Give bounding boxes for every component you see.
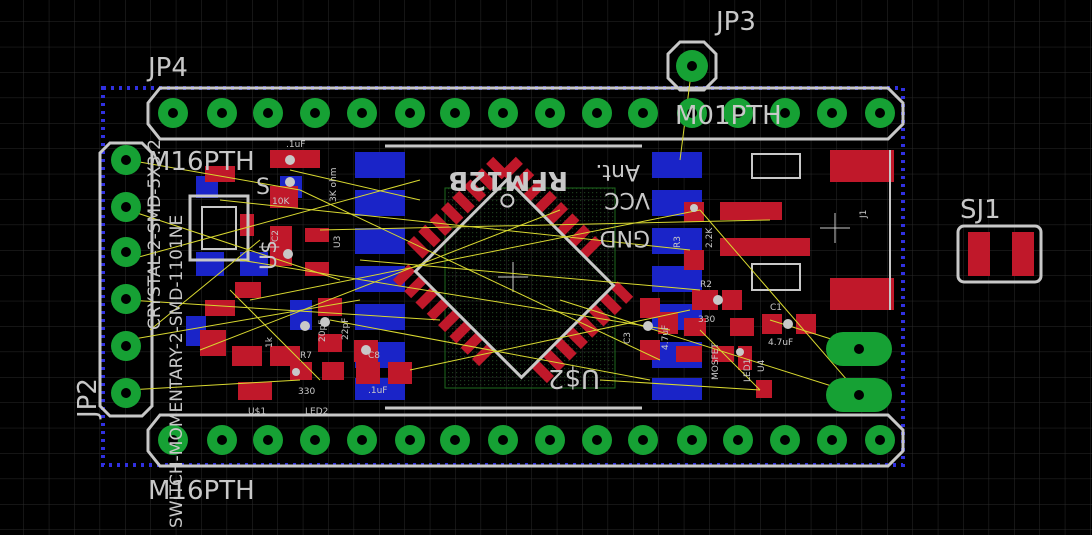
cap-small-label: 20pF bbox=[318, 320, 328, 342]
jp2-silk-outline bbox=[98, 141, 154, 418]
vias bbox=[283, 155, 793, 376]
led2-label: LED2 bbox=[305, 407, 328, 417]
us2-label: U$2 bbox=[548, 363, 600, 393]
led1-label: LED1 bbox=[743, 359, 753, 382]
frag-s-label: S bbox=[256, 175, 270, 200]
u3-label: U3 bbox=[333, 236, 343, 248]
jp3-label: JP3 bbox=[714, 7, 756, 37]
bottom-header-silk-outline bbox=[146, 413, 905, 468]
r7-label: R7 bbox=[300, 351, 312, 361]
sj1-silk-outline bbox=[956, 224, 1043, 284]
cap-01uf-a-label: .1uF bbox=[286, 140, 305, 150]
c2-label: C2 bbox=[271, 230, 281, 242]
cap-47uf-b-label: 4.7uF bbox=[661, 325, 671, 350]
r3-label: R3 bbox=[673, 236, 683, 248]
res-1k-label: 1k bbox=[265, 336, 275, 348]
power-oval-pads bbox=[826, 332, 892, 412]
cap-01uf-b-label: .1uF bbox=[368, 386, 387, 396]
u4-label: U4 bbox=[757, 359, 767, 372]
jp2-label: JP2 bbox=[73, 378, 103, 420]
ant-label: Ant. bbox=[595, 159, 640, 184]
c8-label: C8 bbox=[368, 351, 380, 361]
rfm12b-label: RFM12B bbox=[448, 165, 568, 195]
cap-47uf-a-label: 4.7uF bbox=[768, 338, 793, 348]
crystal-outline bbox=[188, 194, 250, 262]
m16pth-bottom-label: M16PTH bbox=[148, 476, 255, 506]
m16pth-top-label: M16PTH bbox=[148, 147, 255, 177]
jp4-pins bbox=[158, 98, 895, 128]
mosfet-label: MOSFET bbox=[711, 343, 721, 380]
gnd-label: GND bbox=[600, 225, 650, 250]
us1-label: U$1 bbox=[248, 407, 266, 417]
c3-label: C3 bbox=[623, 332, 633, 344]
rfm12b-pads-left bbox=[355, 152, 405, 400]
jp4-silk-outline bbox=[146, 86, 905, 141]
atmega-qfp-chip bbox=[392, 156, 634, 384]
res-10k-label: 10K bbox=[272, 197, 290, 207]
airwires bbox=[127, 65, 861, 396]
cap-22pf-label: 22pF bbox=[341, 318, 351, 340]
m01pth-label: M01PTH bbox=[675, 101, 782, 131]
jp4-label: JP4 bbox=[146, 53, 188, 83]
res-330-a-label: 330 bbox=[298, 387, 315, 397]
sj1-label: SJ1 bbox=[960, 195, 1001, 225]
bottom-header-pins bbox=[158, 425, 895, 455]
smd-top-pads bbox=[200, 150, 1034, 400]
jp3-pin bbox=[676, 50, 708, 82]
switch-part-label: SWITCH-MOMENTARY-2-SMD-1101NE bbox=[167, 215, 187, 528]
c1-label: C1 bbox=[770, 303, 782, 313]
j1-label: J1 bbox=[859, 210, 869, 219]
crystal-part-label: CRYSTAL-2-SMD-5X3.2 bbox=[145, 139, 165, 330]
res-ohm-label: 3K ohm bbox=[329, 168, 339, 202]
jp2-pins bbox=[111, 145, 141, 408]
j1-silk bbox=[751, 153, 801, 291]
res-330-b-label: 330 bbox=[698, 315, 715, 325]
crystal-body bbox=[201, 206, 237, 250]
r2-label: R2 bbox=[700, 280, 712, 290]
res-2k-label: 2.2K bbox=[705, 227, 715, 248]
jp3-silk-outline bbox=[666, 40, 718, 92]
vcc-label: VCC bbox=[604, 187, 650, 212]
frag-us-label: U$ bbox=[257, 240, 282, 270]
